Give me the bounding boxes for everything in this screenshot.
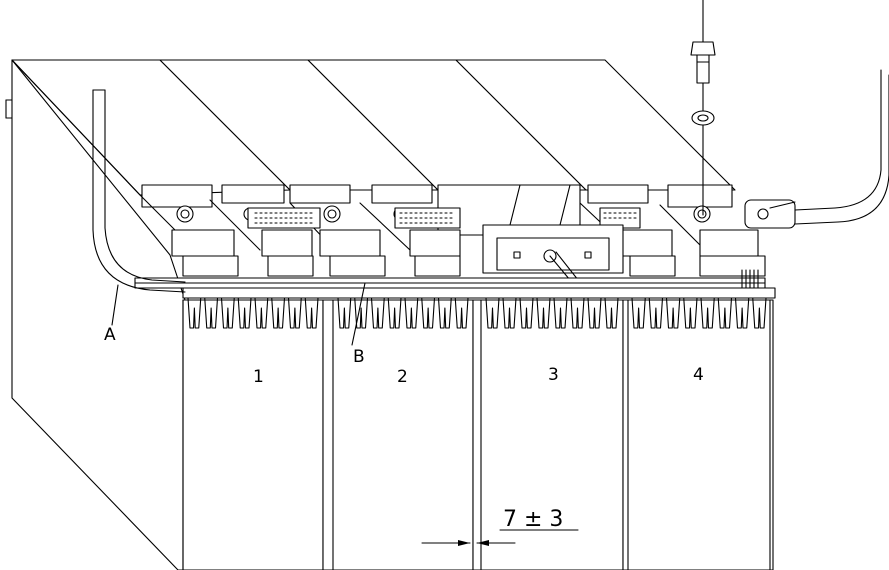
label-cell-2: 2	[397, 367, 408, 387]
comb-fin	[421, 297, 436, 329]
comb-fin	[665, 297, 681, 329]
comb-fin	[553, 297, 568, 329]
comb-fins	[187, 297, 767, 329]
comb-fin	[519, 297, 534, 329]
comb-fin	[387, 297, 402, 329]
comb-fin	[404, 297, 419, 329]
cell-3-body	[307, 59, 624, 570]
cable-a	[92, 89, 186, 326]
label-cable-a: A	[104, 325, 116, 345]
comb-fin	[752, 297, 767, 329]
comb-fin	[271, 297, 286, 329]
comb-fin	[485, 297, 500, 329]
cell-2-body	[159, 59, 474, 570]
comb-fin	[204, 297, 219, 329]
comb-fin	[648, 297, 664, 329]
comb-fin	[254, 297, 269, 329]
label-cell-4: 4	[693, 365, 704, 385]
connector-b-leader	[351, 282, 366, 346]
comb-fin	[370, 297, 385, 329]
label-gap-dimension: 7 ± 3	[503, 507, 563, 532]
comb-fin	[304, 297, 319, 329]
spring-coil	[741, 269, 759, 289]
comb-fin	[717, 297, 733, 329]
comb-fin	[502, 297, 517, 329]
cell-1-body	[5, 59, 324, 570]
comb-fin	[734, 297, 750, 329]
comb-fin	[187, 297, 202, 329]
comb-fin	[437, 297, 452, 329]
gap-dimension	[421, 529, 579, 546]
comb-fin	[237, 297, 252, 329]
comb-fin	[570, 297, 585, 329]
comb-fin	[337, 297, 352, 329]
comb-fin	[604, 297, 619, 329]
label-cell-1: 1	[253, 367, 264, 387]
cell-4-body	[455, 59, 774, 570]
output-cable-lug	[744, 69, 889, 229]
comb-fin	[287, 297, 302, 329]
comb-fin	[587, 297, 602, 329]
comb-fin	[700, 297, 715, 329]
comb-fin	[454, 297, 469, 329]
comb-fin	[536, 297, 551, 329]
comb-fin	[220, 297, 235, 329]
comb-fin	[354, 297, 369, 329]
label-cell-3: 3	[548, 365, 559, 385]
terminal-strip	[134, 184, 776, 299]
comb-fin	[631, 297, 646, 329]
comb-fin	[683, 297, 698, 329]
label-connector-b: B	[353, 347, 365, 367]
center-connector-housing	[482, 224, 624, 293]
bolt-assembly	[690, 0, 716, 216]
bus-plate-dots	[254, 212, 637, 224]
